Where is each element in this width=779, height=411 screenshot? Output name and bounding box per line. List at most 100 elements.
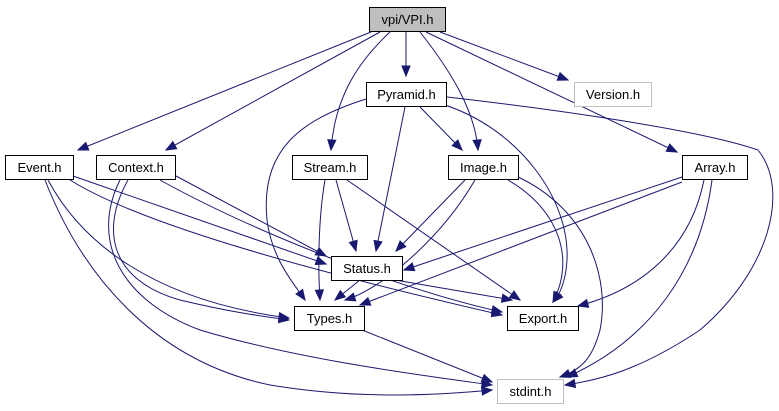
node-event[interactable]: Event.h xyxy=(5,155,74,180)
edge-line xyxy=(446,96,774,386)
node-box xyxy=(507,306,579,331)
edge-vpi-to-stream xyxy=(327,31,391,152)
arrowhead-icon xyxy=(665,143,679,153)
edge-line xyxy=(265,98,367,301)
edge-image-to-export xyxy=(507,179,564,304)
arrowhead-icon xyxy=(490,305,504,315)
edge-line xyxy=(444,104,568,303)
edge-line xyxy=(361,329,493,383)
edge-event-to-export xyxy=(69,179,504,318)
node-box xyxy=(448,155,519,180)
arrowhead-icon xyxy=(314,256,328,266)
arrowhead-icon xyxy=(481,386,494,396)
node-label: Export.h xyxy=(519,311,567,326)
arrowhead-icon xyxy=(373,239,383,253)
arrowhead-icon xyxy=(556,71,570,81)
node-label: Types.h xyxy=(307,311,353,326)
edge-line xyxy=(403,176,683,271)
arrowhead-icon xyxy=(314,246,328,257)
edge-event-to-stdint xyxy=(44,179,494,396)
node-label: Context.h xyxy=(108,160,164,175)
edge-line xyxy=(335,179,357,252)
node-box xyxy=(96,155,176,180)
edge-array-to-export xyxy=(576,179,705,308)
arrowhead-icon xyxy=(358,296,372,306)
node-box xyxy=(369,7,446,32)
edge-pyramid-to-types xyxy=(265,98,367,302)
arrowhead-icon xyxy=(76,141,90,151)
node-box xyxy=(682,155,748,180)
node-stream[interactable]: Stream.h xyxy=(292,155,368,180)
edge-line xyxy=(330,31,391,151)
arrowhead-icon xyxy=(480,373,494,383)
arrowhead-icon xyxy=(401,65,411,78)
node-version[interactable]: Version.h xyxy=(574,82,652,107)
node-label: Pyramid.h xyxy=(377,87,436,102)
node-box xyxy=(366,82,447,107)
edge-array-to-types xyxy=(358,181,683,306)
edge-line xyxy=(44,179,493,396)
node-pyramid[interactable]: Pyramid.h xyxy=(366,82,447,107)
edge-pyramid-to-image xyxy=(419,106,463,151)
node-stdint[interactable]: stdint.h xyxy=(497,379,564,404)
edge-line xyxy=(577,179,705,307)
edge-line xyxy=(159,179,503,313)
edge-vpi-to-version xyxy=(439,31,570,81)
edge-line xyxy=(165,31,381,151)
node-box xyxy=(497,379,564,404)
arrowhead-icon xyxy=(563,378,577,389)
edge-vpi-to-pyramid xyxy=(401,32,411,78)
node-export[interactable]: Export.h xyxy=(507,306,579,331)
edge-line xyxy=(72,175,327,265)
arrowhead-icon xyxy=(164,140,178,151)
node-status[interactable]: Status.h xyxy=(331,256,403,281)
arrowhead-icon xyxy=(451,139,463,151)
edge-array-to-status xyxy=(402,176,683,272)
edge-vpi-to-image xyxy=(419,31,482,152)
edge-image-to-types xyxy=(343,179,476,302)
edge-context-to-types xyxy=(113,179,291,324)
node-box xyxy=(5,155,74,180)
edge-stream-to-export xyxy=(346,179,522,301)
node-vpi: vpi/VPI.h xyxy=(369,7,446,32)
edge-vpi-to-context xyxy=(164,31,381,151)
edge-pyramid-to-stdint xyxy=(446,96,774,389)
arrowhead-icon xyxy=(343,292,357,302)
edge-status-to-types xyxy=(333,279,361,301)
edge-types-to-stdint xyxy=(361,329,494,383)
edge-pyramid-to-export xyxy=(444,104,568,304)
arrowhead-icon xyxy=(576,298,590,308)
arrowhead-icon xyxy=(472,139,482,152)
edge-event-to-status xyxy=(72,175,328,266)
arrowhead-icon xyxy=(333,289,347,301)
edge-event-to-types xyxy=(47,179,291,322)
edge-image-to-status xyxy=(395,179,466,252)
edge-image-to-stdint xyxy=(515,175,603,378)
edge-vpi-to-array xyxy=(425,31,679,153)
edge-stream-to-status xyxy=(335,179,358,253)
node-image[interactable]: Image.h xyxy=(448,155,519,180)
arrowhead-icon xyxy=(565,368,579,378)
node-label: vpi/VPI.h xyxy=(381,12,433,27)
edge-line xyxy=(113,179,290,321)
edge-context-to-status xyxy=(175,175,328,257)
node-context[interactable]: Context.h xyxy=(96,155,176,180)
edge-line xyxy=(395,179,466,252)
edge-pyramid-to-status xyxy=(373,106,406,253)
edge-line xyxy=(108,179,493,386)
node-box xyxy=(331,256,403,281)
arrowhead-icon xyxy=(508,290,522,301)
arrowhead-icon xyxy=(314,289,325,302)
node-array[interactable]: Array.h xyxy=(682,155,748,180)
node-label: stdint.h xyxy=(510,384,552,399)
edge-line xyxy=(47,179,290,319)
edge-line xyxy=(394,279,513,301)
edge-line xyxy=(566,179,713,378)
arrowhead-icon xyxy=(277,313,291,324)
edge-line xyxy=(77,31,372,151)
node-types[interactable]: Types.h xyxy=(294,306,365,331)
edge-line xyxy=(439,31,569,81)
edge-line xyxy=(515,175,603,378)
